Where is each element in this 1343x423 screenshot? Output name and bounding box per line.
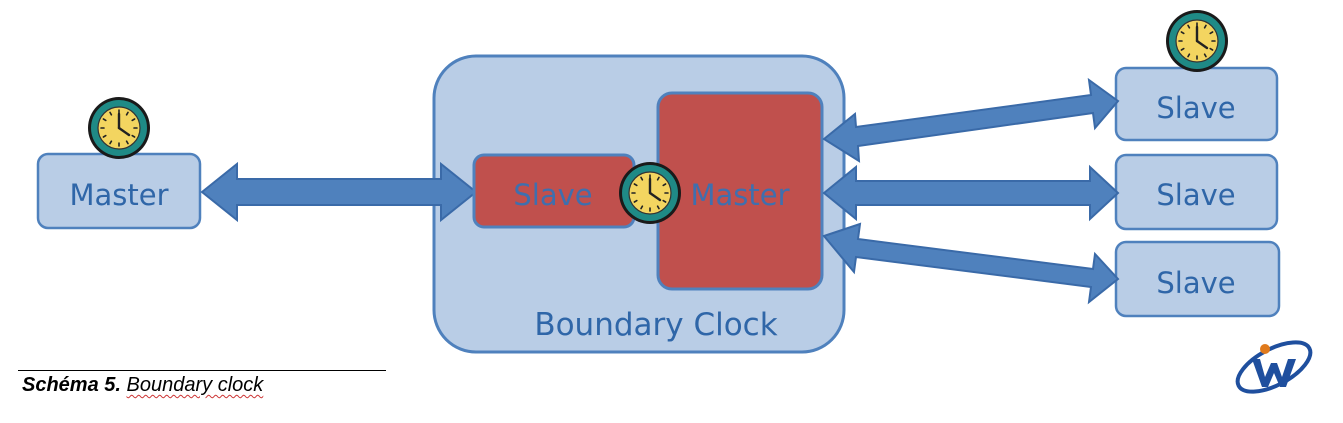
left-master-label: Master [69, 178, 168, 212]
caption-text: Boundary clock [126, 374, 264, 396]
right-slave-label-3: Slave [1156, 266, 1235, 300]
right-slave-label-1: Slave [1156, 91, 1235, 125]
clock-icon [86, 95, 152, 161]
bc-master-label: Master [690, 178, 789, 212]
clock-icon [617, 160, 683, 226]
clock-icon [1164, 8, 1230, 74]
bc-container-label: Boundary Clock [534, 307, 777, 343]
bc-slave-label: Slave [513, 178, 592, 212]
arrow-bc-to-slave-1 [822, 77, 1120, 163]
logo-icon [1235, 340, 1313, 394]
caption-number: Schéma 5. [22, 374, 121, 396]
right-slave-label-2: Slave [1156, 178, 1235, 212]
arrow-bc-to-slave-3 [822, 222, 1120, 305]
figure-caption: Schéma 5. Boundary clock [22, 374, 263, 397]
caption-rule [18, 370, 386, 371]
arrow-bc-to-slave-2 [822, 164, 1120, 222]
